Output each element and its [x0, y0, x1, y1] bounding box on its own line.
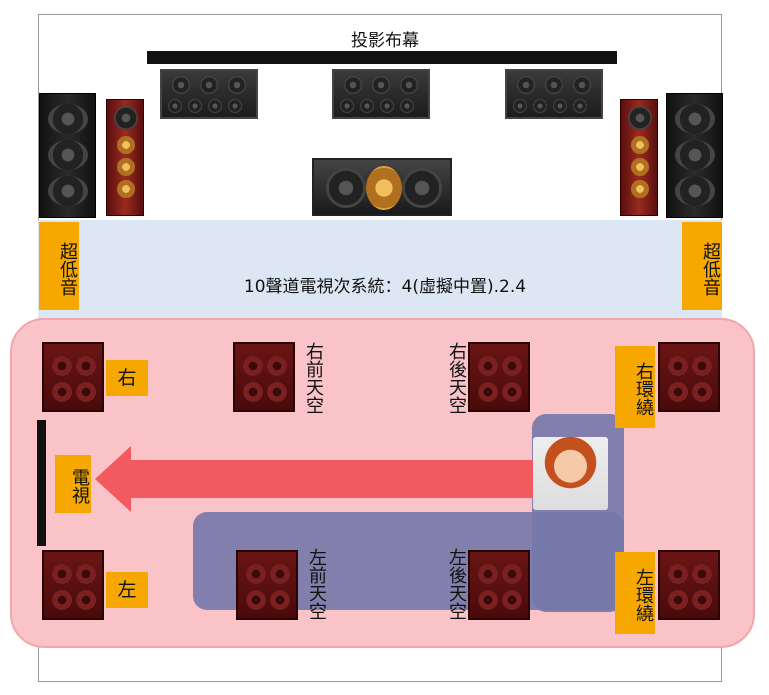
front-right-label: 右 [106, 360, 148, 396]
tv-screen [37, 420, 46, 546]
speaker-left-surround [658, 550, 720, 620]
right-front-height-label: 右前天空 [303, 342, 324, 414]
subwoofer-right-label: 超低音 [682, 222, 722, 310]
screen-speaker-center [332, 69, 430, 119]
tower-speaker-right [620, 99, 658, 216]
left-front-height-label: 左前天空 [306, 548, 327, 620]
left-rear-height-label: 左後天空 [446, 548, 467, 620]
listener-avatar [533, 437, 608, 510]
left-surround-label: 左環繞 [615, 552, 655, 634]
right-surround-label: 右環繞 [615, 346, 655, 428]
speaker-front-left [42, 550, 104, 620]
screen-label: 投影布幕 [351, 31, 419, 51]
tv-label: 電視 [55, 455, 91, 513]
center-speaker [312, 158, 452, 216]
speaker-right-front-height [233, 342, 295, 412]
screen-speaker-left [160, 69, 258, 119]
subwoofer-left-label: 超低音 [39, 222, 79, 310]
speaker-front-right [42, 342, 104, 412]
subwoofer-right [666, 93, 723, 218]
subwoofer-left [39, 93, 96, 218]
tower-speaker-left [106, 99, 144, 216]
speaker-left-rear-height [468, 550, 530, 620]
front-left-label: 左 [106, 572, 148, 608]
right-rear-height-label: 右後天空 [446, 342, 467, 414]
speaker-right-surround [658, 342, 720, 412]
projection-screen [147, 51, 617, 64]
front-stage-band [38, 220, 722, 320]
system-label: 10聲道電視次系統：4(虛擬中置).2.4 [243, 277, 527, 297]
speaker-right-rear-height [468, 342, 530, 412]
speaker-left-front-height [236, 550, 298, 620]
arrow-to-tv [95, 446, 540, 512]
screen-speaker-right [505, 69, 603, 119]
